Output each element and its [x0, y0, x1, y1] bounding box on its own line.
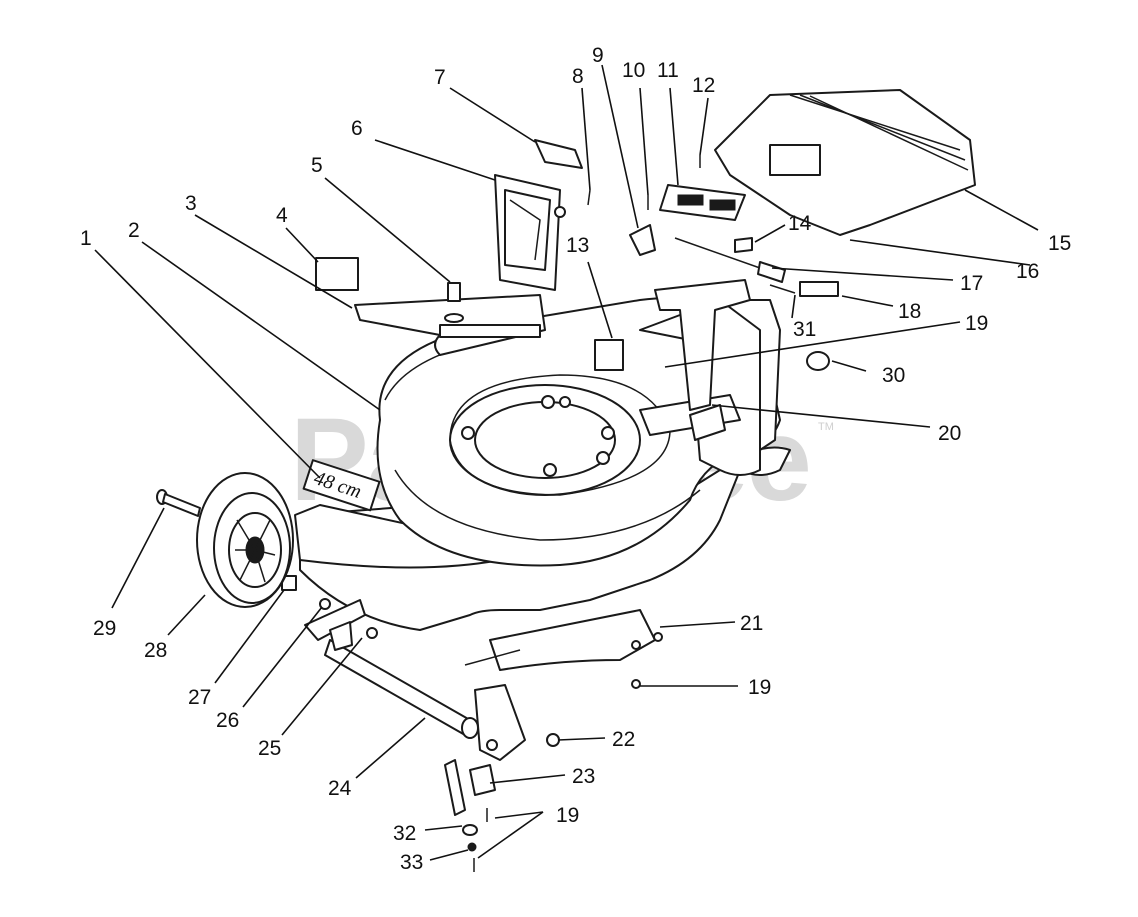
callout-21: 21 [740, 612, 763, 635]
callout-22: 22 [612, 728, 635, 751]
hinge-rods [674, 237, 839, 297]
callout-20: 20 [938, 422, 961, 445]
hardware-32-33 [462, 808, 488, 872]
callout-13: 13 [566, 234, 589, 257]
callout-19-c: 19 [556, 804, 579, 827]
callout-28: 28 [144, 639, 167, 662]
callout-1: 1 [80, 227, 92, 250]
callout-9: 9 [592, 44, 604, 67]
grass-bag-cover [714, 89, 976, 236]
callout-6: 6 [351, 117, 363, 140]
wheel-bolt-29 [156, 489, 201, 517]
discharge-chute-bracket [494, 174, 566, 291]
callout-5: 5 [311, 154, 323, 177]
callout-25: 25 [258, 737, 281, 760]
callout-7: 7 [434, 66, 446, 89]
plug-30 [806, 351, 830, 371]
callout-8: 8 [572, 65, 584, 88]
callout-12: 12 [692, 74, 715, 97]
callout-15: 15 [1048, 232, 1071, 255]
deflector-plate [354, 294, 546, 356]
callout-19-b: 19 [748, 676, 771, 699]
screw-8 [587, 189, 591, 206]
trademark-mark: TM [818, 421, 834, 433]
callout-32: 32 [393, 822, 416, 845]
leader-lines [94, 64, 1039, 861]
callout-26: 26 [216, 709, 239, 732]
rear-bracket [464, 609, 663, 689]
bolt-5 [444, 282, 464, 323]
callout-19-a: 19 [965, 312, 988, 335]
clip-7 [534, 139, 583, 169]
callout-11: 11 [657, 59, 679, 82]
label-decal-13 [594, 339, 624, 371]
deck-bolts [461, 395, 615, 477]
wheel-axle [324, 639, 479, 739]
callout-10: 10 [622, 59, 645, 82]
callout-3: 3 [185, 192, 197, 215]
axle-bracket [281, 575, 378, 651]
wheel-28 [196, 472, 294, 608]
hinge-9 [629, 224, 656, 256]
latch-plates [659, 155, 746, 221]
callout-27: 27 [188, 686, 211, 709]
callout-24: 24 [328, 777, 352, 800]
callout-2: 2 [128, 219, 140, 242]
callout-14: 14 [788, 212, 812, 235]
callout-16: 16 [1016, 260, 1039, 283]
height-adjuster [444, 684, 560, 816]
callout-18: 18 [898, 300, 921, 323]
deck-size-plate [302, 459, 381, 512]
callout-33: 33 [400, 851, 423, 874]
callout-29: 29 [93, 617, 116, 640]
callout-4: 4 [276, 204, 288, 227]
callout-30: 30 [882, 364, 905, 387]
callout-labels: 1 2 3 4 5 6 7 8 9 10 11 12 13 14 15 16 1… [80, 44, 1071, 874]
label-decal-4 [315, 257, 359, 291]
callout-17: 17 [960, 272, 983, 295]
callout-31: 31 [793, 318, 816, 341]
chute-frame [654, 279, 751, 441]
callout-23: 23 [572, 765, 595, 788]
